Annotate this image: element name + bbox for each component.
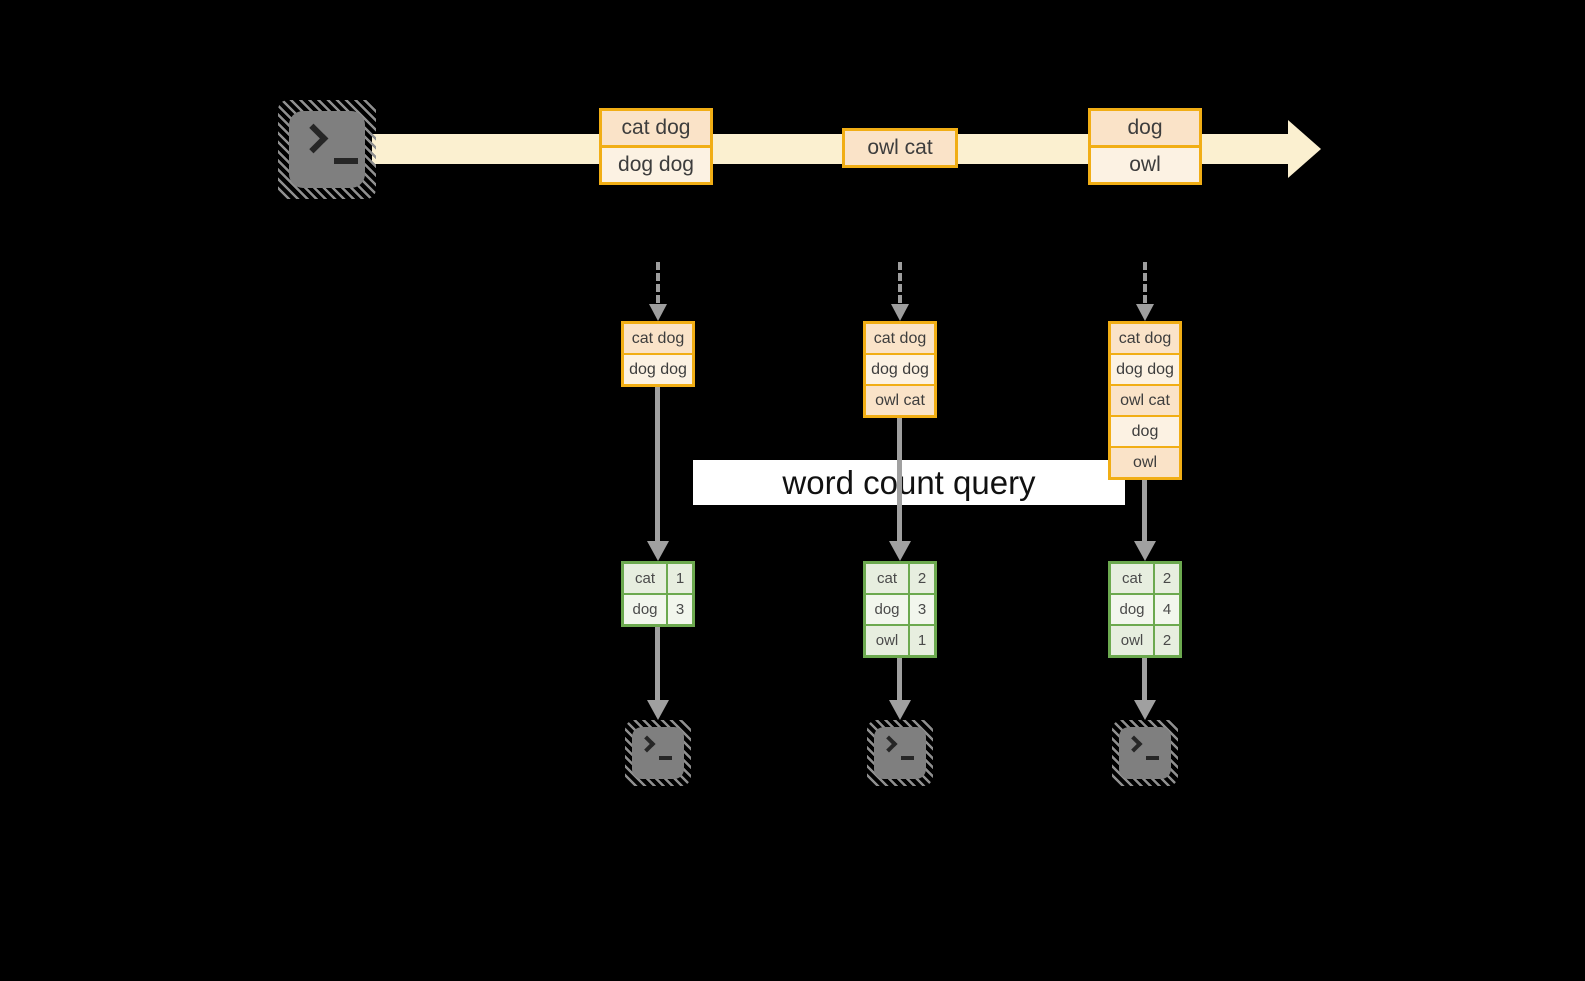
count-cell: 4 — [1155, 595, 1179, 624]
source-terminal-icon — [278, 100, 376, 199]
arrow-head — [891, 304, 909, 321]
arrow-shaft — [1142, 658, 1147, 702]
output-arrow-3 — [1134, 658, 1156, 720]
query-arrow-2 — [889, 418, 911, 561]
stream-batch-3: dog owl — [1088, 108, 1202, 185]
stream-item: dog dog — [602, 145, 710, 182]
ingest-arrow-1 — [649, 262, 667, 321]
word-cell: owl — [1111, 626, 1153, 655]
arrow-shaft — [655, 387, 660, 543]
arrow-shaft — [898, 262, 902, 303]
input-line: dog dog — [624, 353, 692, 384]
sink-terminal-icon-3 — [1112, 720, 1178, 786]
count-cell: 2 — [1155, 564, 1179, 593]
word-cell: dog — [1111, 595, 1153, 624]
arrow-shaft — [897, 418, 902, 543]
terminal-prompt-chevron-icon — [880, 735, 898, 753]
output-arrow-2 — [889, 658, 911, 720]
input-line: dog dog — [866, 353, 934, 384]
stream-item: cat dog — [602, 111, 710, 145]
arrow-head — [649, 304, 667, 321]
count-cell: 2 — [1155, 626, 1179, 655]
arrow-head — [647, 541, 669, 561]
input-line: owl — [1111, 446, 1179, 477]
terminal-prompt-chevron-icon — [638, 735, 656, 753]
stream-item: owl cat — [845, 131, 955, 165]
input-line: owl cat — [866, 384, 934, 415]
terminal-cursor-icon — [901, 756, 914, 760]
count-cell: 3 — [668, 595, 692, 624]
count-cell: 3 — [910, 595, 934, 624]
terminal-screen — [289, 111, 365, 188]
ingest-arrow-3 — [1136, 262, 1154, 321]
input-line: dog dog — [1111, 353, 1179, 384]
input-line: cat dog — [866, 324, 934, 353]
terminal-screen — [632, 727, 684, 779]
input-stack-3: cat dog dog dog owl cat dog owl — [1108, 321, 1182, 480]
word-cell: dog — [624, 595, 666, 624]
query-arrow-3 — [1134, 480, 1156, 561]
arrow-head — [1134, 541, 1156, 561]
word-cell: cat — [1111, 564, 1153, 593]
count-cell: 1 — [668, 564, 692, 593]
count-cell: 2 — [910, 564, 934, 593]
arrow-head — [1136, 304, 1154, 321]
word-cell: dog — [866, 595, 908, 624]
input-stack-2: cat dog dog dog owl cat — [863, 321, 937, 418]
terminal-screen — [1119, 727, 1171, 779]
arrow-shaft — [897, 658, 902, 702]
arrow-head — [889, 541, 911, 561]
word-cell: cat — [624, 564, 666, 593]
arrow-shaft — [656, 262, 660, 303]
terminal-cursor-icon — [1146, 756, 1159, 760]
stream-batch-1: cat dog dog dog — [599, 108, 713, 185]
input-stack-1: cat dog dog dog — [621, 321, 695, 387]
sink-terminal-icon-2 — [867, 720, 933, 786]
stream-arrow-head — [1288, 120, 1321, 178]
arrow-head — [1134, 700, 1156, 720]
terminal-prompt-chevron-icon — [1125, 735, 1143, 753]
input-line: cat dog — [624, 324, 692, 353]
terminal-prompt-chevron-icon — [298, 123, 329, 154]
terminal-screen — [874, 727, 926, 779]
output-arrow-1 — [647, 627, 669, 720]
stream-item: owl — [1091, 145, 1199, 182]
input-line: dog — [1111, 415, 1179, 446]
arrow-shaft — [655, 627, 660, 702]
query-label: word count query — [693, 460, 1125, 505]
ingest-arrow-2 — [891, 262, 909, 321]
terminal-cursor-icon — [659, 756, 672, 760]
arrow-head — [889, 700, 911, 720]
input-line: cat dog — [1111, 324, 1179, 353]
arrow-shaft — [1143, 262, 1147, 303]
query-arrow-1 — [647, 387, 669, 561]
stream-item: dog — [1091, 111, 1199, 145]
arrow-head — [647, 700, 669, 720]
word-cell: owl — [866, 626, 908, 655]
word-cell: cat — [866, 564, 908, 593]
arrow-shaft — [1142, 480, 1147, 543]
sink-terminal-icon-1 — [625, 720, 691, 786]
terminal-cursor-icon — [334, 158, 358, 164]
count-cell: 1 — [910, 626, 934, 655]
input-line: owl cat — [1111, 384, 1179, 415]
stream-batch-2: owl cat — [842, 128, 958, 168]
